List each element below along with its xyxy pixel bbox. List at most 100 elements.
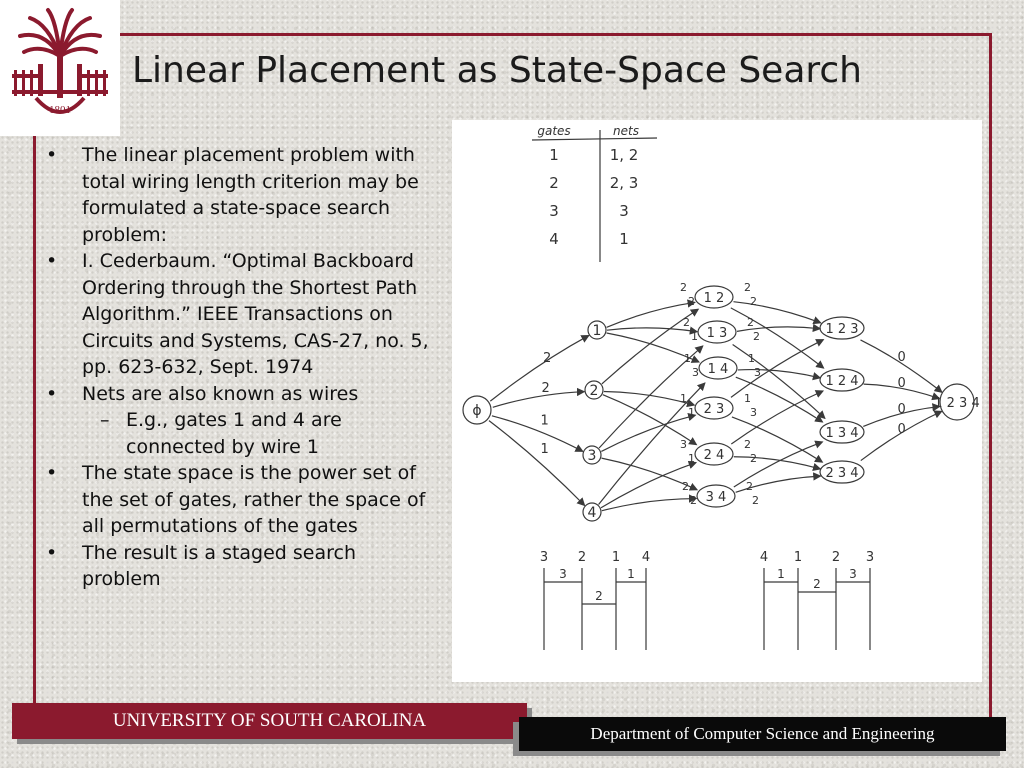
bullet-list: The linear placement problem with total … bbox=[44, 142, 434, 593]
svg-text:1801: 1801 bbox=[49, 104, 71, 116]
edge-weight: 3 bbox=[754, 366, 761, 379]
edge-weight: 0 bbox=[898, 402, 906, 417]
edge-weight: 3 bbox=[692, 366, 699, 379]
edge-weight: 0 bbox=[898, 422, 906, 437]
graph-edge bbox=[598, 345, 704, 449]
bullet-item: The result is a staged search problem bbox=[44, 540, 434, 593]
bullet-item: The linear placement problem with total … bbox=[44, 142, 434, 248]
edge-weight: 2 bbox=[690, 494, 697, 507]
level2-node bbox=[694, 442, 734, 466]
level2-node-label: 3 4 bbox=[706, 490, 727, 505]
edge-weight: 2 bbox=[750, 452, 757, 465]
graph-edge bbox=[860, 339, 943, 394]
end-node bbox=[939, 383, 975, 421]
edge-weight: 3 bbox=[750, 406, 757, 419]
graph-edge bbox=[737, 368, 822, 381]
edge-weight: 1 bbox=[680, 392, 687, 405]
sub-bullet-item: E.g., gates 1 and 4 are connected by wir… bbox=[44, 407, 434, 460]
graph-edge bbox=[733, 456, 822, 472]
graph-edge bbox=[863, 383, 941, 401]
graph-edge bbox=[736, 323, 822, 333]
graph-edge bbox=[731, 416, 824, 463]
palmetto-seal-icon: 1801 bbox=[12, 8, 108, 116]
edge-weight: 1 bbox=[691, 330, 698, 343]
graph-edge bbox=[606, 299, 696, 328]
table-header-gates: gates bbox=[537, 124, 570, 138]
level1-node-label: 3 bbox=[588, 448, 597, 464]
graph-edge bbox=[730, 390, 825, 445]
slide-title: Linear Placement as State-Space Search bbox=[132, 50, 863, 91]
table-cell-gate: 3 bbox=[549, 202, 559, 220]
graph-edge bbox=[598, 382, 706, 505]
wire-length-label: 1 bbox=[627, 567, 635, 581]
edge-weight: 1 bbox=[748, 352, 755, 365]
graph-edge bbox=[732, 343, 826, 420]
level2-node-label: 1 3 bbox=[707, 326, 728, 341]
bullet-item: The state space is the power set of the … bbox=[44, 460, 434, 540]
gate-label: 2 bbox=[578, 550, 586, 565]
gate-label: 3 bbox=[866, 550, 874, 565]
graph-edge bbox=[730, 339, 825, 398]
graph-edge bbox=[601, 412, 697, 452]
graph-edge bbox=[601, 457, 699, 491]
level1-node bbox=[582, 502, 602, 522]
level3-node-label: 1 2 4 bbox=[825, 374, 858, 389]
edge-weight: 2 bbox=[680, 281, 687, 294]
gate-label: 4 bbox=[760, 550, 768, 565]
edge-weight: 2 bbox=[752, 494, 759, 507]
level1-node-label: 4 bbox=[588, 505, 597, 521]
edge-weight: 3 bbox=[680, 438, 687, 451]
graph-edge bbox=[606, 326, 699, 335]
edge-weight: 2 bbox=[747, 316, 754, 329]
table-cell-gate: 4 bbox=[549, 230, 559, 248]
footer-university-bar: UNIVERSITY OF SOUTH CAROLINA bbox=[12, 703, 527, 739]
edge-weight: 1 bbox=[541, 414, 549, 429]
start-node-label: ϕ bbox=[472, 403, 481, 419]
graph-edge bbox=[602, 394, 698, 446]
bullet-item: Nets are also known as wires bbox=[44, 381, 434, 408]
graph-edge bbox=[600, 460, 698, 509]
edge-weight: 2 bbox=[744, 281, 751, 294]
graph-edge bbox=[863, 403, 941, 428]
level2-node bbox=[694, 285, 734, 309]
table-cell-nets: 3 bbox=[619, 202, 629, 220]
wire-length-label: 3 bbox=[559, 567, 567, 581]
graph-edge bbox=[489, 334, 590, 402]
graph-edge bbox=[860, 410, 943, 462]
table-cell-nets: 1, 2 bbox=[610, 146, 639, 164]
gate-label: 1 bbox=[612, 550, 620, 565]
table-cell-gate: 2 bbox=[549, 174, 559, 192]
edge-weight: 2 bbox=[682, 480, 689, 493]
wire-length-label: 1 bbox=[777, 567, 785, 581]
graph-edge bbox=[492, 387, 586, 408]
frame-line-right bbox=[989, 33, 992, 723]
table-cell-gate: 1 bbox=[549, 146, 559, 164]
level2-node bbox=[697, 320, 737, 344]
level1-node bbox=[584, 380, 604, 400]
edge-weight: 2 bbox=[683, 316, 690, 329]
gate-label: 1 bbox=[794, 550, 802, 565]
gate-label: 4 bbox=[642, 550, 650, 565]
level3-node-label: 2 3 4 bbox=[825, 466, 858, 481]
gate-label: 2 bbox=[832, 550, 840, 565]
graph-edge bbox=[601, 308, 700, 385]
graph-edge bbox=[488, 420, 586, 507]
edge-weight: 0 bbox=[898, 376, 906, 391]
edge-weight: 2 bbox=[688, 295, 695, 308]
level3-node bbox=[819, 368, 865, 392]
level3-node bbox=[819, 420, 865, 444]
level2-node-label: 2 4 bbox=[704, 448, 725, 463]
university-logo: 1801 bbox=[0, 0, 120, 136]
wire-length-label: 2 bbox=[813, 577, 821, 591]
footer-university-name: UNIVERSITY OF SOUTH CAROLINA bbox=[112, 710, 427, 731]
level2-node-label: 1 4 bbox=[708, 362, 729, 377]
level3-node-label: 1 3 4 bbox=[825, 426, 858, 441]
table-cell-nets: 2, 3 bbox=[610, 174, 639, 192]
edge-weight: 2 bbox=[744, 438, 751, 451]
graph-edge bbox=[730, 307, 825, 369]
level1-node bbox=[587, 320, 607, 340]
level1-node-label: 1 bbox=[593, 323, 602, 339]
